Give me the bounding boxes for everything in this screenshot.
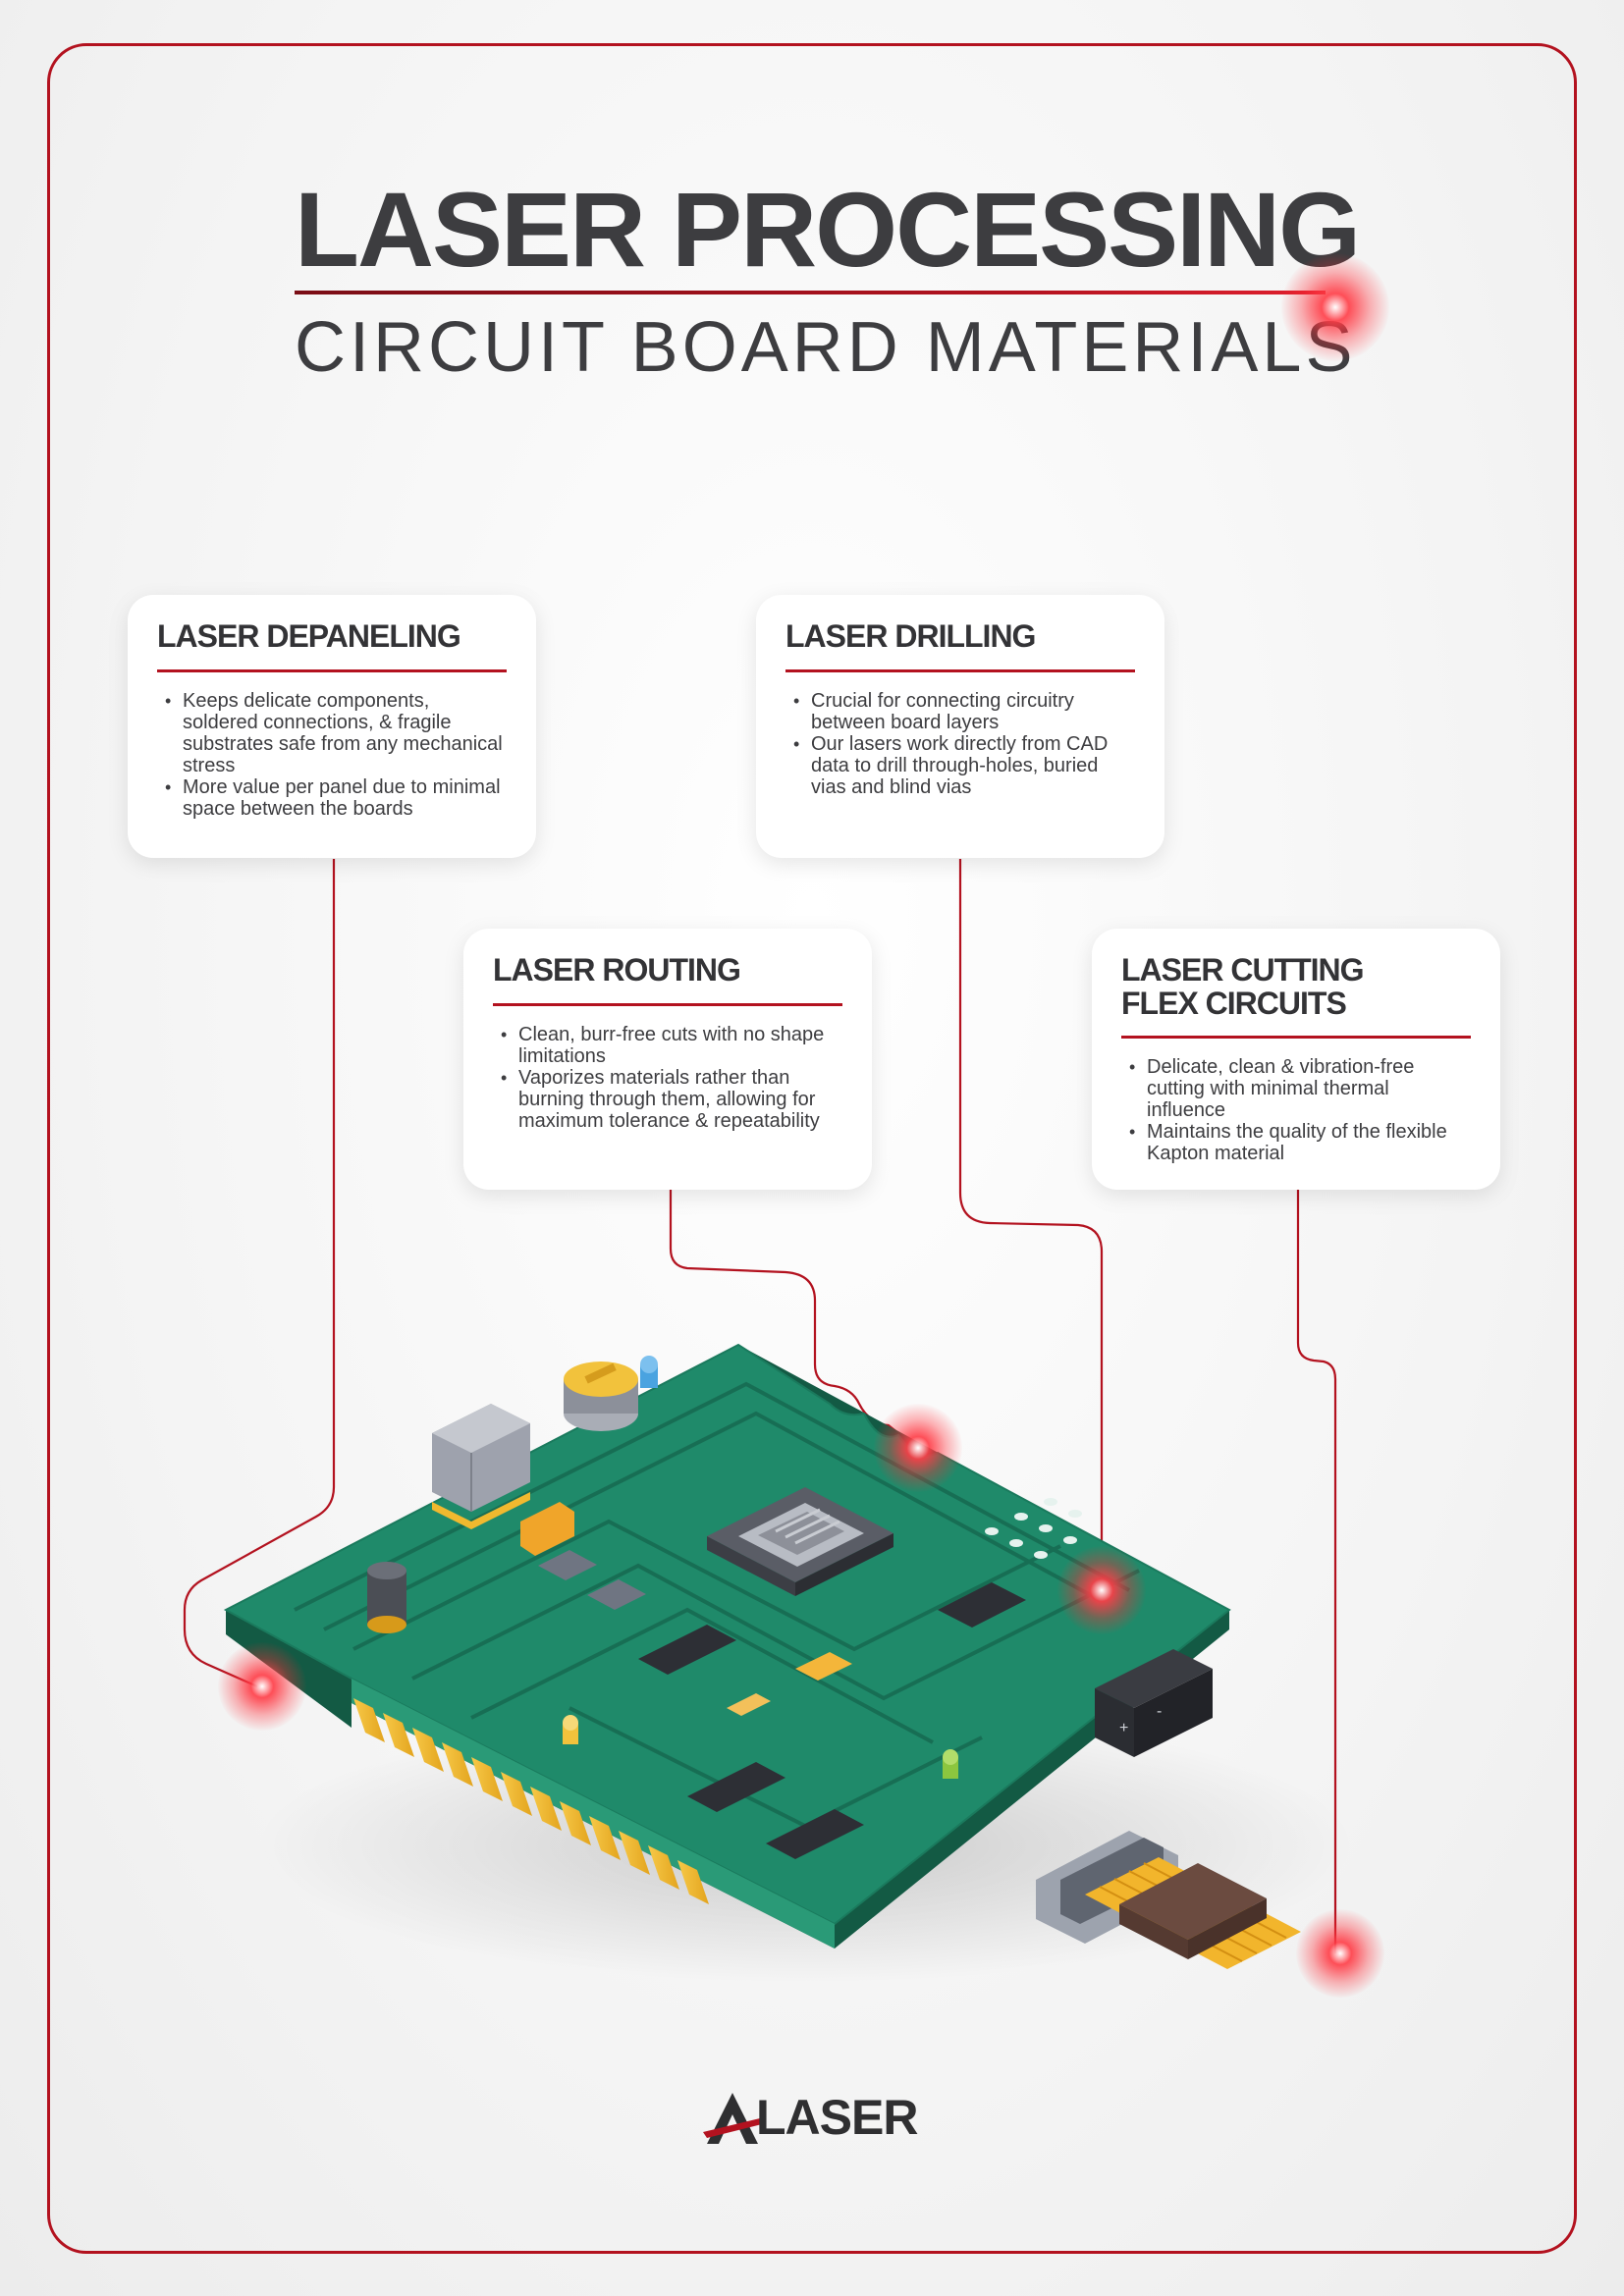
routing-title: LASER ROUTING <box>493 952 741 988</box>
yellow-led <box>563 1715 578 1744</box>
battery-block: + - <box>1095 1649 1213 1757</box>
cutting-rule <box>1121 1036 1471 1040</box>
cutting-bullet-2: Maintains the quality of the flexible Ka… <box>1129 1121 1471 1164</box>
battery-minus-label: - <box>1157 1703 1162 1720</box>
routing-bullets: Clean, burr-free cuts with no shape limi… <box>493 1024 842 1132</box>
flex-circuit-connector <box>1036 1831 1301 1969</box>
green-led <box>943 1749 958 1779</box>
cutting-bullet-1: Delicate, clean & vibration-free cutting… <box>1129 1056 1471 1121</box>
routing-laser-glow <box>874 1404 962 1492</box>
a-laser-logo: LASER <box>703 2089 939 2148</box>
cutting-connector <box>1296 1190 1337 1953</box>
depaneling-bullets: Keeps delicate components, soldered conn… <box>157 690 507 820</box>
orange-components <box>520 1502 852 1716</box>
depaneling-bullet-1: Keeps delicate components, soldered conn… <box>165 690 507 776</box>
drilling-bullet-2: Our lasers work directly from CAD data t… <box>793 733 1135 798</box>
laser-drilling-card: LASER DRILLING Crucial for connecting ci… <box>756 595 1164 858</box>
title-laser-glow <box>1281 253 1389 361</box>
depaneling-rule <box>157 668 507 672</box>
battery-plus-label: + <box>1119 1720 1128 1736</box>
logo-a-mark-icon <box>703 2093 762 2144</box>
small-ic-chips <box>538 1550 1026 1859</box>
drilling-title: LASER DRILLING <box>785 618 1036 654</box>
routing-connector <box>669 1190 919 1450</box>
drilling-bullets: Crucial for connecting circuitry between… <box>785 690 1135 798</box>
drilling-laser-glow <box>1057 1546 1146 1634</box>
laser-routing-card: LASER ROUTING Clean, burr-free cuts with… <box>463 929 872 1190</box>
main-processor-chip <box>707 1487 893 1596</box>
title-underline <box>295 291 1326 294</box>
routing-bullet-2: Vaporizes materials rather than burning … <box>501 1067 842 1132</box>
logo-wordmark: LASER <box>756 2090 918 2145</box>
routing-rule <box>493 1002 842 1006</box>
blue-led <box>640 1356 658 1388</box>
electrolytic-capacitor <box>367 1562 406 1633</box>
depaneling-connector <box>183 859 336 1688</box>
depaneling-title: LASER DEPANELING <box>157 618 461 654</box>
laser-depaneling-card: LASER DEPANELING Keeps delicate componen… <box>128 595 536 858</box>
cutting-title: LASER CUTTING FLEX CIRCUITS <box>1121 952 1365 1021</box>
round-capacitor <box>564 1362 638 1431</box>
cutting-bullets: Delicate, clean & vibration-free cutting… <box>1121 1056 1471 1164</box>
drilling-connector <box>958 859 1104 1600</box>
routing-bullet-1: Clean, burr-free cuts with no shape limi… <box>501 1024 842 1067</box>
page-title: LASER PROCESSING <box>295 170 1361 289</box>
edge-connector-fingers <box>352 1679 835 1949</box>
drilling-bullet-1: Crucial for connecting circuitry between… <box>793 690 1135 733</box>
depaneling-laser-glow <box>218 1642 306 1731</box>
crystal-oscillator <box>432 1404 530 1529</box>
cutting-laser-glow <box>1296 1909 1384 1998</box>
depaneling-bullet-2: More value per panel due to minimal spac… <box>165 776 507 820</box>
drilling-rule <box>785 668 1135 672</box>
via-holes <box>985 1498 1082 1559</box>
laser-cutting-card: LASER CUTTING FLEX CIRCUITS Delicate, cl… <box>1092 929 1500 1190</box>
page-frame <box>47 43 1577 2254</box>
board-traces <box>294 1381 1140 1829</box>
page-subtitle: CIRCUIT BOARD MATERIALS <box>295 308 1357 387</box>
